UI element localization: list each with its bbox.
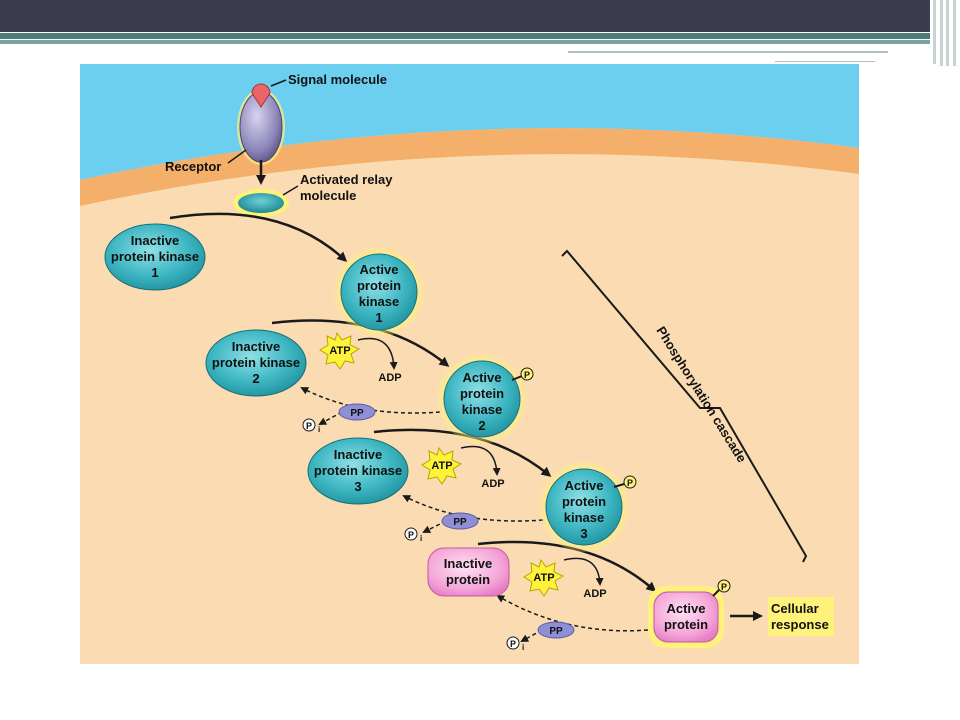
svg-text:P: P: [510, 639, 516, 649]
pp-phosphatase: PP: [441, 512, 479, 530]
inorganic-phosphate: P i: [302, 418, 320, 434]
svg-text:ATP: ATP: [431, 460, 452, 472]
slide-accent-stripe: [0, 33, 930, 39]
svg-text:3: 3: [580, 526, 587, 541]
phosphate-icon: [623, 475, 637, 489]
svg-text:protein: protein: [664, 617, 708, 632]
receptor-label: Receptor: [165, 159, 221, 174]
extracellular-space: [80, 64, 859, 180]
svg-text:Inactive: Inactive: [334, 447, 382, 462]
relay-label-line2: molecule: [300, 188, 356, 203]
svg-text:P: P: [627, 478, 633, 488]
active-kinase-2: Active protein kinase 2: [437, 354, 527, 444]
atp-burst: ATP: [319, 331, 361, 370]
svg-text:P: P: [306, 421, 312, 431]
adp-label: ADP: [378, 372, 401, 384]
svg-text:3: 3: [354, 479, 361, 494]
svg-text:1: 1: [375, 310, 382, 325]
slide-accent-stripe-light: [0, 40, 930, 44]
svg-text:protein: protein: [562, 494, 606, 509]
svg-text:ATP: ATP: [533, 572, 554, 584]
active-protein: Active protein: [648, 586, 724, 648]
svg-text:i: i: [318, 425, 320, 434]
svg-text:protein kinase: protein kinase: [111, 249, 199, 264]
atp-burst: ATP: [421, 446, 463, 485]
svg-text:response: response: [771, 617, 829, 632]
slide-accent-line-short: [775, 61, 875, 62]
inactive-kinase-1: Inactive protein kinase 1: [104, 223, 206, 291]
phosphate-icon: [520, 367, 534, 381]
activated-relay-molecule: [238, 193, 284, 213]
inorganic-phosphate: P i: [404, 527, 422, 543]
cellular-response: Cellular response: [768, 597, 834, 636]
cascade-bracket: [561, 249, 808, 563]
svg-text:protein: protein: [460, 386, 504, 401]
slide-decor-line: [946, 0, 949, 66]
relay-label-line1: Activated relay: [300, 172, 393, 187]
svg-text:protein: protein: [357, 278, 401, 293]
slide-decor-line: [953, 0, 956, 66]
svg-text:ATP: ATP: [329, 345, 350, 357]
svg-text:1: 1: [151, 265, 158, 280]
svg-text:PP: PP: [549, 626, 563, 637]
svg-text:Active: Active: [666, 601, 705, 616]
svg-text:Inactive: Inactive: [131, 233, 179, 248]
svg-text:protein kinase: protein kinase: [212, 355, 300, 370]
svg-text:Active: Active: [359, 262, 398, 277]
slide-accent-line: [568, 51, 888, 53]
slide-title-bar: [0, 0, 930, 32]
svg-text:protein: protein: [446, 572, 490, 587]
svg-text:2: 2: [478, 418, 485, 433]
svg-text:PP: PP: [350, 408, 364, 419]
adp-label: ADP: [583, 588, 606, 600]
svg-text:P: P: [408, 530, 414, 540]
signal-molecule-label: Signal molecule: [288, 72, 387, 87]
svg-text:kinase: kinase: [359, 294, 399, 309]
svg-text:PP: PP: [453, 517, 467, 528]
svg-text:P: P: [721, 582, 727, 592]
svg-text:i: i: [420, 534, 422, 543]
adp-label: ADP: [481, 478, 504, 490]
slide-accent-gap: [568, 44, 888, 52]
slide-decor-line: [933, 0, 936, 64]
pp-phosphatase: PP: [338, 403, 376, 421]
svg-text:Inactive: Inactive: [444, 556, 492, 571]
inactive-protein: Inactive protein: [427, 547, 510, 597]
svg-text:Active: Active: [462, 370, 501, 385]
pp-phosphatase: PP: [537, 621, 575, 639]
svg-text:2: 2: [252, 371, 259, 386]
svg-text:kinase: kinase: [462, 402, 502, 417]
svg-text:Active: Active: [564, 478, 603, 493]
inorganic-phosphate: P i: [506, 636, 524, 652]
phosphate-icon: [717, 579, 731, 593]
inactive-kinase-3: Inactive protein kinase 3: [307, 437, 409, 505]
active-kinase-3: Active protein kinase 3: [539, 462, 629, 552]
slide-decor-line: [940, 0, 943, 66]
svg-text:protein kinase: protein kinase: [314, 463, 402, 478]
svg-text:i: i: [522, 643, 524, 652]
inactive-kinase-2: Inactive protein kinase 2: [205, 329, 307, 397]
svg-text:P: P: [524, 370, 530, 380]
svg-text:Cellular: Cellular: [771, 601, 819, 616]
svg-text:kinase: kinase: [564, 510, 604, 525]
active-kinase-1: Active protein kinase 1: [334, 247, 424, 337]
svg-text:Inactive: Inactive: [232, 339, 280, 354]
atp-burst: ATP: [523, 558, 565, 597]
signal-molecule: [251, 83, 271, 108]
